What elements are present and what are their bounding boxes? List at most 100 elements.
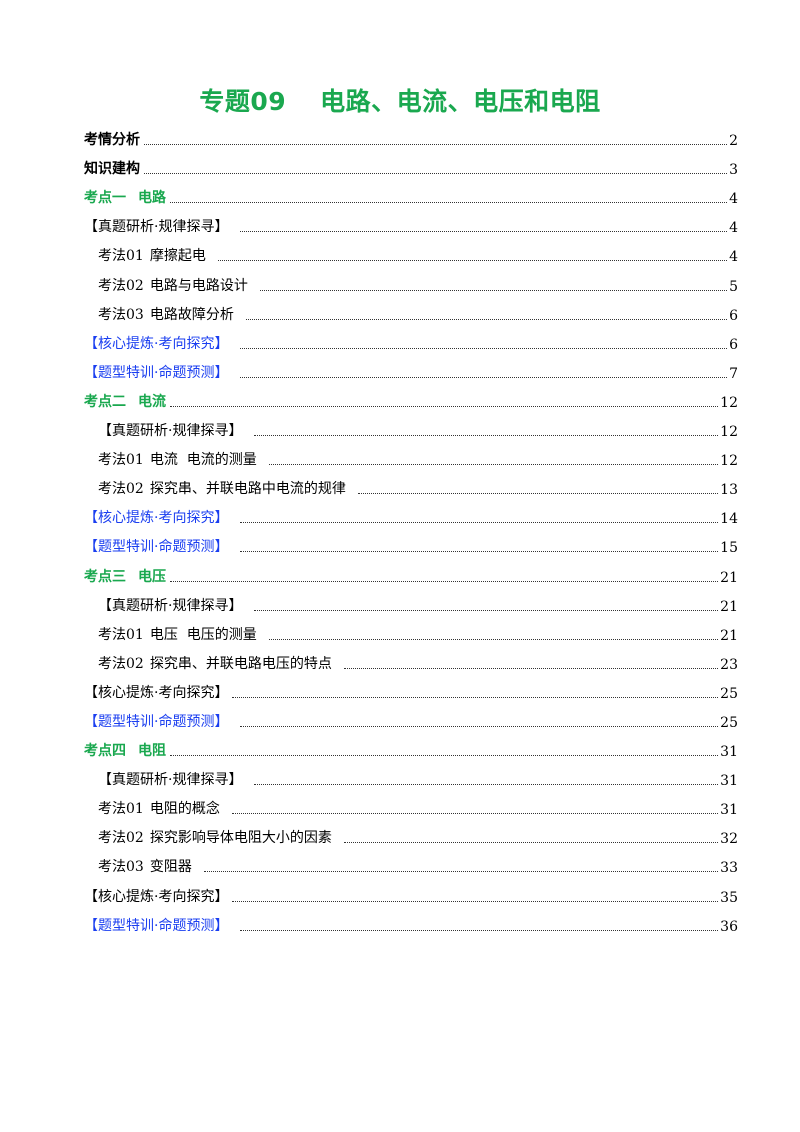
dot-leader	[232, 900, 719, 902]
dot-leader	[268, 638, 719, 640]
toc-entry-topic-3[interactable]: 考点三电压 21	[84, 556, 738, 586]
toc-entry-practice[interactable]: 【题型特训·命题预测】 25	[84, 702, 738, 731]
toc-entry-core-summary[interactable]: 【核心提炼·考向探究】 35	[84, 876, 738, 906]
toc-entry-core-summary[interactable]: 【核心提炼·考向探究】 14	[84, 498, 738, 527]
toc-entry-label: 【真题研析·规律探寻】	[98, 772, 243, 789]
dot-leader	[144, 173, 728, 175]
toc-entry-label: 考点四电阻	[84, 743, 166, 760]
dot-leader	[240, 231, 728, 233]
toc-page-number: 4	[729, 191, 738, 208]
toc-entry-label: 考点二电流	[84, 393, 166, 410]
toc-entry-practice[interactable]: 【题型特训·命题预测】 15	[84, 527, 738, 556]
toc-entry-label: 【题型特训·命题预测】	[84, 539, 229, 556]
dot-leader	[170, 405, 719, 407]
dot-leader	[240, 376, 728, 378]
toc-page-number: 14	[720, 511, 738, 528]
toc-entry-real-questions[interactable]: 【真题研析·规律探寻】 21	[84, 586, 738, 615]
toc-page-number: 4	[729, 249, 738, 266]
toc-page-number: 21	[720, 598, 738, 615]
dot-leader	[343, 667, 719, 669]
dot-leader	[240, 347, 728, 349]
toc-page-number: 25	[720, 714, 738, 731]
dot-leader	[268, 464, 719, 466]
toc-page-number: 12	[720, 453, 738, 470]
toc-page-number: 32	[720, 831, 738, 848]
toc-page-number: 23	[720, 656, 738, 673]
toc-page-number: 6	[729, 336, 738, 353]
dot-leader	[259, 289, 728, 291]
toc-entry-topic-1[interactable]: 考点一电路 4	[84, 178, 738, 207]
toc-entry-topic-4[interactable]: 考点四电阻 31	[84, 731, 738, 760]
dot-leader	[144, 144, 728, 146]
dot-leader	[240, 551, 719, 553]
toc-entry-core-summary[interactable]: 【核心提炼·考向探究】 6	[84, 324, 738, 353]
dot-leader	[254, 609, 719, 611]
toc-entry-real-questions[interactable]: 【真题研析·规律探寻】 31	[84, 760, 738, 789]
toc-entry-real-questions[interactable]: 【真题研析·规律探寻】 12	[84, 411, 738, 440]
toc-entry-label: 【真题研析·规律探寻】	[98, 597, 243, 614]
dot-leader	[170, 202, 728, 204]
toc-entry-label: 【核心提炼·考向探究】	[84, 888, 229, 905]
dot-leader	[357, 493, 719, 495]
toc-page-number: 36	[720, 918, 738, 935]
dot-leader	[170, 755, 719, 757]
toc-page-number: 5	[729, 278, 738, 295]
toc-entry-topic-2[interactable]: 考点二电流 12	[84, 382, 738, 411]
toc-page-number: 21	[720, 569, 738, 586]
toc-entry-knowledge[interactable]: 知识建构 3	[84, 149, 738, 178]
toc-page-number: 13	[720, 482, 738, 499]
toc-page-number: 2	[729, 133, 738, 150]
dot-leader	[170, 580, 719, 582]
toc-entry-label: 【核心提炼·考向探究】	[84, 335, 229, 352]
dot-leader	[245, 318, 728, 320]
dot-leader	[203, 871, 719, 873]
toc-entry-practice[interactable]: 【题型特训·命题预测】 36	[84, 906, 738, 935]
toc-page-number: 31	[720, 744, 738, 761]
toc-entry-label: 【核心提炼·考向探究】	[84, 510, 229, 527]
dot-leader	[254, 784, 719, 786]
toc-page-number: 21	[720, 627, 738, 644]
toc-page-number: 12	[720, 424, 738, 441]
table-of-contents: 考情分析 2 知识建构 3 考点一电路 4 【真题研析·规律探寻】 4 考法01…	[84, 120, 738, 935]
toc-page-number: 31	[720, 773, 738, 790]
dot-leader	[240, 929, 719, 931]
toc-entry-label: 【真题研析·规律探寻】	[84, 219, 229, 236]
toc-entry-practice[interactable]: 【题型特训·命题预测】 7	[84, 353, 738, 382]
title-text: 电路、电流、电压和电阻	[320, 87, 601, 116]
toc-entry-label: 考情分析	[84, 132, 140, 149]
toc-entry-core-summary[interactable]: 【核心提炼·考向探究】 25	[84, 673, 738, 702]
dot-leader	[343, 842, 719, 844]
toc-entry-real-questions[interactable]: 【真题研析·规律探寻】 4	[84, 207, 738, 236]
dot-leader	[240, 725, 719, 727]
toc-page-number: 7	[729, 365, 738, 382]
dot-leader	[217, 260, 728, 262]
toc-entry-label: 【核心提炼·考向探究】	[84, 684, 229, 701]
toc-page-number: 25	[720, 685, 738, 702]
toc-entry-label: 知识建构	[84, 161, 140, 178]
toc-page-number: 6	[729, 307, 738, 324]
toc-entry-label: 考点三电压	[84, 568, 166, 585]
toc-entry-label: 【题型特训·命题预测】	[84, 713, 229, 730]
toc-page-number: 31	[720, 802, 738, 819]
toc-entry-analysis[interactable]: 考情分析 2	[84, 120, 738, 149]
toc-page-number: 12	[720, 394, 738, 411]
dot-leader	[231, 813, 719, 815]
